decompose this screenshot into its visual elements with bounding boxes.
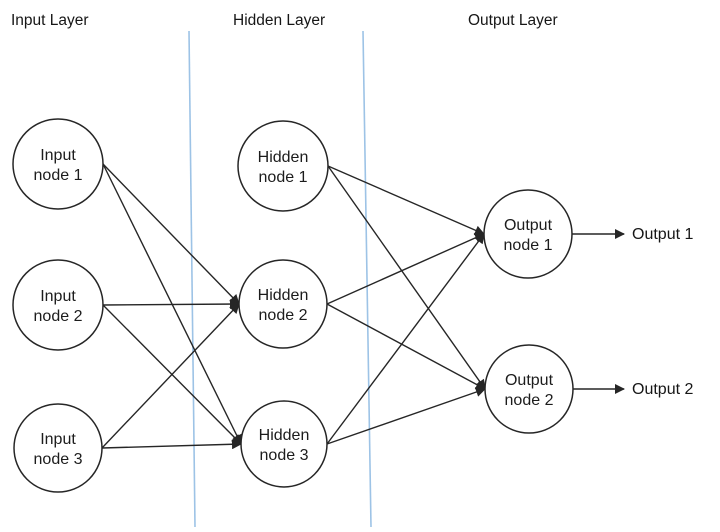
edge-input-node-3-to-hidden-node-3 bbox=[101, 439, 242, 450]
hidden-node-2-circle bbox=[238, 259, 328, 349]
input-node-3-label-line2: node 3 bbox=[34, 451, 83, 468]
output-2-label: Output 2 bbox=[632, 381, 693, 398]
hidden-node-1-circle bbox=[237, 120, 329, 212]
edge-hidden-node-1-to-output-node-2 bbox=[327, 165, 486, 390]
output-layer-heading: Output Layer bbox=[468, 12, 558, 29]
input-node-2-label-line1: Input bbox=[40, 288, 76, 305]
output-node-2-label-line2: node 2 bbox=[505, 392, 554, 409]
output-node-1-label-line1: Output bbox=[504, 217, 553, 234]
input-layer-heading: Input Layer bbox=[11, 12, 89, 29]
hidden-node-3-label-line1: Hidden bbox=[259, 427, 310, 444]
edge-hidden-node-3-to-output-node-1 bbox=[326, 233, 485, 445]
output-node-1-circle bbox=[483, 189, 573, 279]
output-node-1: Output node 1 bbox=[483, 189, 573, 279]
hidden-node-1-label-line1: Hidden bbox=[258, 149, 309, 166]
output-node-1-label-line2: node 1 bbox=[504, 237, 553, 254]
output-node-2: Output node 2 bbox=[484, 344, 574, 434]
input-node-2: Input node 2 bbox=[12, 259, 104, 351]
edge-hidden-node-1-to-output-node-1 bbox=[327, 165, 485, 235]
edge-input-node-1-to-hidden-node-2 bbox=[102, 163, 240, 305]
input-node-1: Input node 1 bbox=[12, 118, 104, 210]
hidden-node-3-label-line2: node 3 bbox=[260, 447, 309, 464]
input-node-2-circle bbox=[12, 259, 104, 351]
input-node-2-label-line2: node 2 bbox=[34, 308, 83, 325]
output-1-label: Output 1 bbox=[632, 226, 693, 243]
output-node-2-label-line1: Output bbox=[505, 372, 554, 389]
input-node-1-circle bbox=[12, 118, 104, 210]
hidden-node-1: Hidden node 1 bbox=[237, 120, 329, 212]
edge-hidden-node-3-to-output-node-2 bbox=[326, 387, 486, 445]
hidden-node-3-circle bbox=[240, 400, 328, 488]
input-node-3-circle bbox=[13, 403, 103, 493]
edge-hidden-node-2-to-output-node-2 bbox=[326, 303, 486, 390]
layer-divider-2 bbox=[362, 30, 372, 528]
edge-hidden-node-2-to-output-node-1 bbox=[326, 233, 485, 305]
output-node-2-circle bbox=[484, 344, 574, 434]
edge-input-node-3-to-hidden-node-2 bbox=[101, 303, 240, 449]
layer-divider-1 bbox=[188, 30, 196, 528]
input-node-3-label-line1: Input bbox=[40, 431, 76, 448]
input-node-1-label-line1: Input bbox=[40, 147, 76, 164]
hidden-node-2-label-line1: Hidden bbox=[258, 287, 309, 304]
edge-input-node-2-to-hidden-node-2 bbox=[102, 299, 240, 310]
input-node-3: Input node 3 bbox=[13, 403, 103, 493]
hidden-layer-heading: Hidden Layer bbox=[233, 12, 325, 29]
hidden-node-1-label-line2: node 1 bbox=[259, 169, 308, 186]
hidden-node-2: Hidden node 2 bbox=[238, 259, 328, 349]
hidden-node-3: Hidden node 3 bbox=[240, 400, 328, 488]
input-node-1-label-line2: node 1 bbox=[34, 167, 83, 184]
hidden-node-2-label-line2: node 2 bbox=[259, 307, 308, 324]
